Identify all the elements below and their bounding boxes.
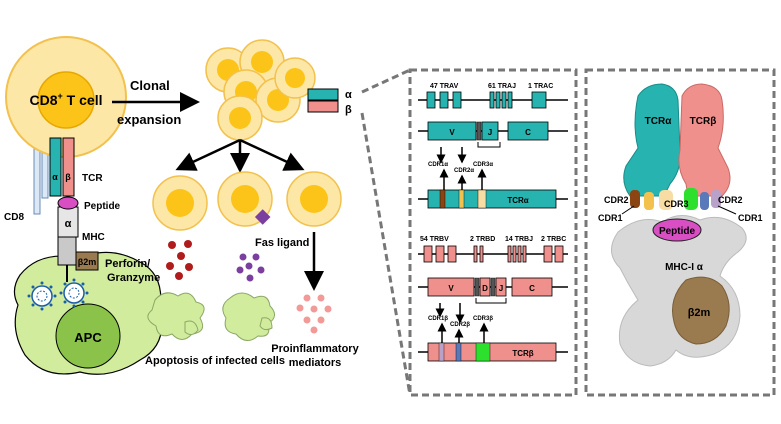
middle-panel: Clonal expansion α β	[105, 39, 412, 396]
tcell-label-sup: +	[58, 91, 63, 101]
tcrb-domain-label: TCRβ	[690, 116, 717, 127]
mhc-label: MHC	[82, 232, 105, 243]
mhc-i-alpha-label: MHC-I α	[665, 262, 704, 273]
b2m-label: β2m	[78, 257, 97, 267]
clone-alpha-label: α	[345, 89, 352, 101]
cd8-label: CD8	[4, 212, 24, 223]
b2m-block	[75, 251, 99, 271]
fas-ligand-label: Fas ligand	[255, 237, 309, 249]
fas-ligand-dots	[236, 253, 265, 282]
apoptosis-label: Apoptosis of infected cells	[145, 355, 285, 367]
v-beta-label: V	[448, 284, 454, 293]
cdr1-right-label: CDR1	[738, 213, 763, 223]
v-alpha-label: V	[449, 128, 455, 137]
virus-icon	[59, 278, 89, 308]
expanded-clones	[205, 39, 316, 141]
clone-beta-label: β	[345, 104, 352, 116]
tcrb-chain-label: TCRβ	[512, 349, 533, 358]
trav-label: 47 TRAV	[430, 83, 459, 90]
tcr-alpha-domain	[623, 83, 681, 197]
cdr2-right-label: CDR2	[718, 195, 743, 205]
b2m-domain	[672, 276, 730, 345]
left-panel: APC α β2m MHC Peptide CD8	[4, 36, 163, 375]
granzyme-label: Granzyme	[107, 272, 160, 284]
cdr1-left-loop	[630, 190, 640, 208]
clonal-label: Clonal	[130, 78, 170, 93]
tcr-alpha-chain	[49, 137, 62, 197]
cdr3b-label: CDR3β	[473, 316, 493, 322]
peptide-blob	[57, 196, 79, 210]
clone-tcr-alpha	[307, 88, 339, 101]
tcr-label: TCR	[82, 173, 103, 184]
tcra-chain-label: TCRα	[507, 196, 528, 205]
clone-tcr-beta	[307, 100, 339, 113]
proinflammatory-dots	[296, 294, 332, 334]
cdr3a-label: CDR3α	[473, 162, 493, 168]
apoptotic-cell	[222, 292, 275, 341]
peptide-ellipse-label: Peptide	[659, 226, 696, 237]
tcr-beta-label: β	[65, 172, 71, 182]
mediators-label: mediators	[289, 357, 342, 369]
trbc-label: 2 TRBC	[541, 236, 566, 243]
apc-nucleus	[55, 303, 121, 369]
cdr2-left-label: CDR2	[604, 195, 629, 205]
virus-icon	[27, 281, 57, 311]
perforin-label: Perforin/	[105, 258, 150, 270]
cdr3-beta-loop	[684, 188, 698, 210]
tcr-alpha-label: α	[52, 172, 58, 182]
tcr-beta-chain	[62, 137, 75, 197]
traj-label: 61 TRAJ	[488, 83, 516, 90]
cdr1a-label: CDR1α	[428, 162, 448, 168]
trbv-label: 54 TRBV	[420, 236, 449, 243]
j-alpha-label: J	[488, 128, 492, 137]
mhc-alpha-label: α	[65, 218, 72, 230]
c-alpha-label: C	[525, 128, 531, 137]
apc-label: APC	[74, 330, 102, 345]
trac-label: 1 TRAC	[528, 83, 553, 90]
tcell-nucleus	[37, 71, 95, 129]
structure-panel: MHC-I α β2m TCRα TCRβ CDR2 CDR3 CDR2 CDR…	[584, 68, 776, 397]
cdr3-alpha-loop	[659, 190, 673, 210]
cdr2b-label: CDR2β	[450, 322, 470, 328]
effector-cell	[217, 171, 273, 227]
d-beta-label: D	[482, 284, 488, 293]
tcell-label-rest: T cell	[63, 92, 103, 108]
tcr-beta-domain	[678, 83, 731, 197]
fas-ligand-icon	[254, 209, 271, 225]
j-beta-label: J	[499, 284, 503, 293]
perforin-granules	[166, 240, 193, 280]
expansion-label: expansion	[117, 112, 181, 127]
b2m-domain-label: β2m	[688, 307, 711, 319]
effector-cell	[286, 171, 342, 227]
cdr1b-label: CDR1β	[428, 316, 448, 322]
trbd-label: 2 TRBD	[470, 236, 495, 243]
cdr1-left-label: CDR1	[598, 213, 623, 223]
cdr3-label: CDR3	[664, 199, 689, 209]
tcell-label-main: CD8	[30, 92, 58, 108]
tcell-label: CD8+ T cell	[30, 91, 103, 108]
cdr1-right-loop	[711, 190, 721, 208]
cdr2-right-loop	[700, 192, 709, 210]
mhc-stem	[57, 236, 77, 266]
tcra-domain-label: TCRα	[645, 116, 673, 127]
cdr2-left-loop	[644, 192, 654, 210]
proinflammatory-label: Proinflammatory	[271, 343, 359, 355]
trav-segments	[426, 91, 547, 109]
peptide-ellipse	[652, 218, 702, 242]
c-beta-label: C	[529, 284, 535, 293]
cdr2a-label: CDR2α	[454, 168, 474, 174]
trbj-label: 14 TRBJ	[505, 236, 533, 243]
gene-panel: 47 TRAV 61 TRAJ 1 TRAC V J C CDR1α CDR2α…	[408, 68, 578, 397]
peptide-label: Peptide	[84, 201, 121, 212]
effector-cell	[152, 175, 208, 231]
trbv-segments	[423, 245, 564, 263]
